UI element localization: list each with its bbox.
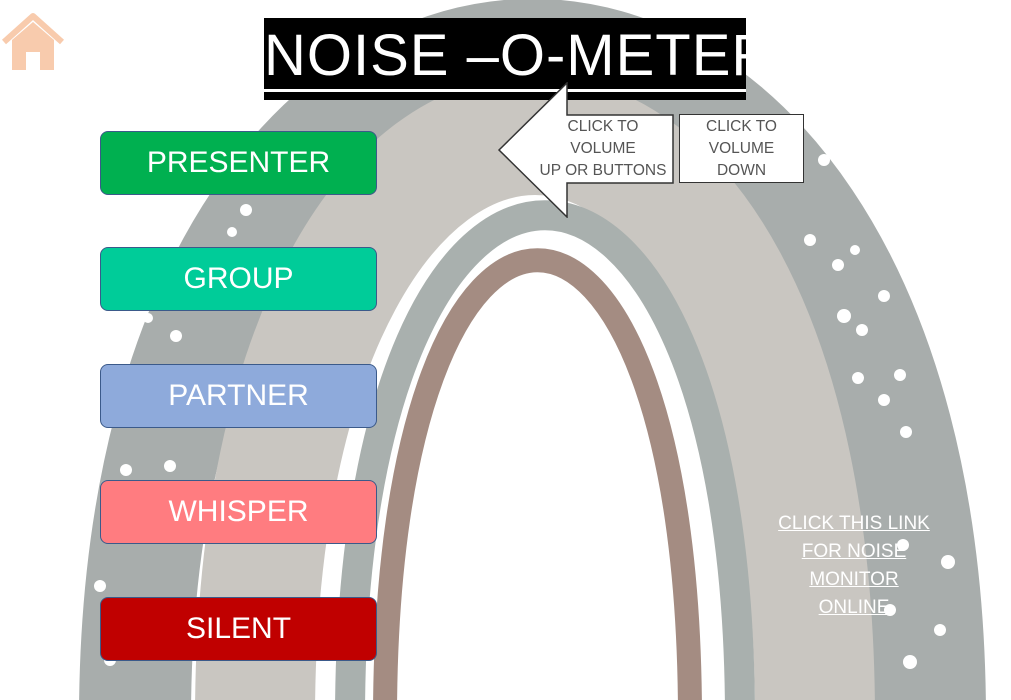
silent-button[interactable]: SILENT (100, 597, 377, 661)
volume-up-arrow-icon[interactable] (497, 82, 675, 218)
noise-monitor-link[interactable]: FOR NOISE (801, 541, 907, 562)
title-background (264, 18, 746, 100)
group-button[interactable]: GROUP (100, 247, 377, 311)
volume-up-line: UP OR BUTTONS (539, 162, 667, 179)
partner-button[interactable]: PARTNER (100, 364, 377, 428)
presenter-button[interactable]: PRESENTER (100, 131, 377, 195)
noise-monitor-link[interactable]: CLICK THIS LINK (778, 513, 930, 534)
home-icon (1, 13, 65, 70)
noise-monitor-link[interactable]: MONITOR (809, 569, 899, 590)
noise-monitor-link[interactable]: ONLINE (818, 597, 890, 618)
volume-up-line: CLICK TO (567, 118, 639, 135)
volume-up-line: VOLUME (570, 140, 636, 157)
home-button[interactable] (0, 12, 66, 72)
volume-down-button[interactable] (679, 114, 804, 183)
title-underline (264, 89, 746, 92)
page-title: NOISE –O-METER (264, 23, 775, 88)
whisper-button[interactable]: WHISPER (100, 480, 377, 544)
